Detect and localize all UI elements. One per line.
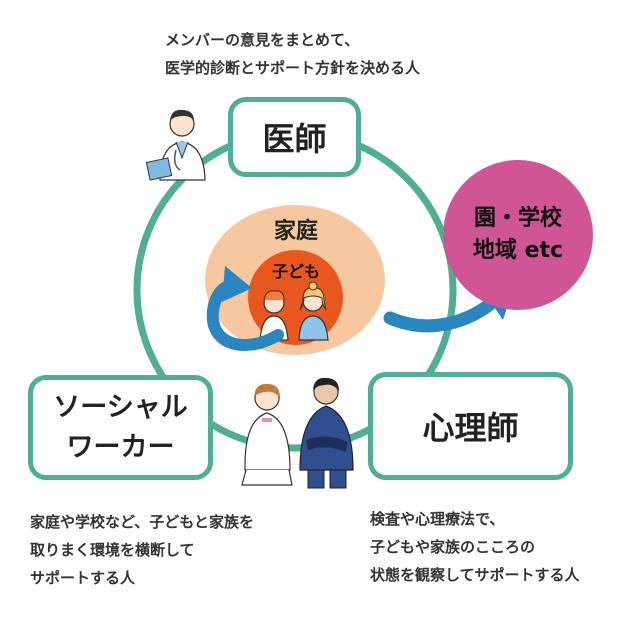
social-worker-caption-line3: サポートする人 [30, 569, 136, 587]
doctor-label: 医師 [262, 120, 327, 158]
psychologist-caption-line1: 検査や心理療法で、 [370, 510, 505, 528]
psychologist-box: 心理師 [368, 372, 573, 480]
social-worker-caption-line2: 取りまく環境を横断して [30, 541, 195, 559]
doctor-caption-line2: 医学的診断とサポート方針を決める人 [165, 59, 421, 77]
psychologist-caption: 検査や心理療法で、 子どもや家族のこころの 状態を観察してサポートする人 [370, 505, 580, 589]
social-worker-label-line2: ワーカー [66, 431, 175, 463]
psychologist-label: 心理師 [422, 409, 519, 447]
male-worker-illustration-icon [299, 377, 354, 489]
doctor-box: 医師 [228, 97, 361, 177]
social-worker-label-line1: ソーシャル [53, 391, 188, 423]
psychologist-caption-line3: 状態を観察してサポートする人 [370, 566, 580, 584]
psychologist-caption-line2: 子どもや家族のこころの [370, 538, 536, 556]
nurse-illustration-icon [241, 383, 293, 486]
school-line2: 地域 etc [472, 238, 564, 263]
girl-icon [298, 281, 329, 341]
family-label: 家庭 [273, 219, 318, 244]
social-worker-caption: 家庭や学校など、子どもと家族を 取りまく環境を横断して サポートする人 [30, 508, 254, 592]
social-worker-caption-line1: 家庭や学校など、子どもと家族を [30, 513, 254, 531]
school-line1: 園・学校 [473, 206, 562, 231]
doctor-caption-line1: メンバーの意見をまとめて、 [165, 31, 360, 49]
doctor-caption: メンバーの意見をまとめて、 医学的診断とサポート方針を決める人 [165, 26, 420, 82]
school-community-circle: 園・学校 地域 etc [443, 160, 593, 310]
curved-arrow-icon [206, 266, 284, 351]
child-label: 子ども [271, 262, 320, 281]
social-worker-box: ソーシャル ワーカー [28, 375, 213, 480]
